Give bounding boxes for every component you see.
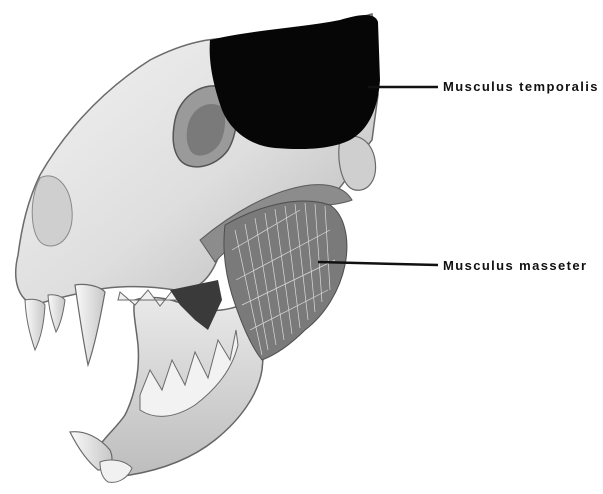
temporalis-muscle: [210, 15, 380, 149]
upper-incisor: [25, 299, 45, 350]
label-musculus-masseter: Musculus masseter: [443, 258, 587, 273]
upper-canine: [75, 284, 105, 365]
upper-incisor-2: [48, 295, 65, 332]
label-musculus-temporalis: Musculus temporalis: [443, 79, 599, 94]
